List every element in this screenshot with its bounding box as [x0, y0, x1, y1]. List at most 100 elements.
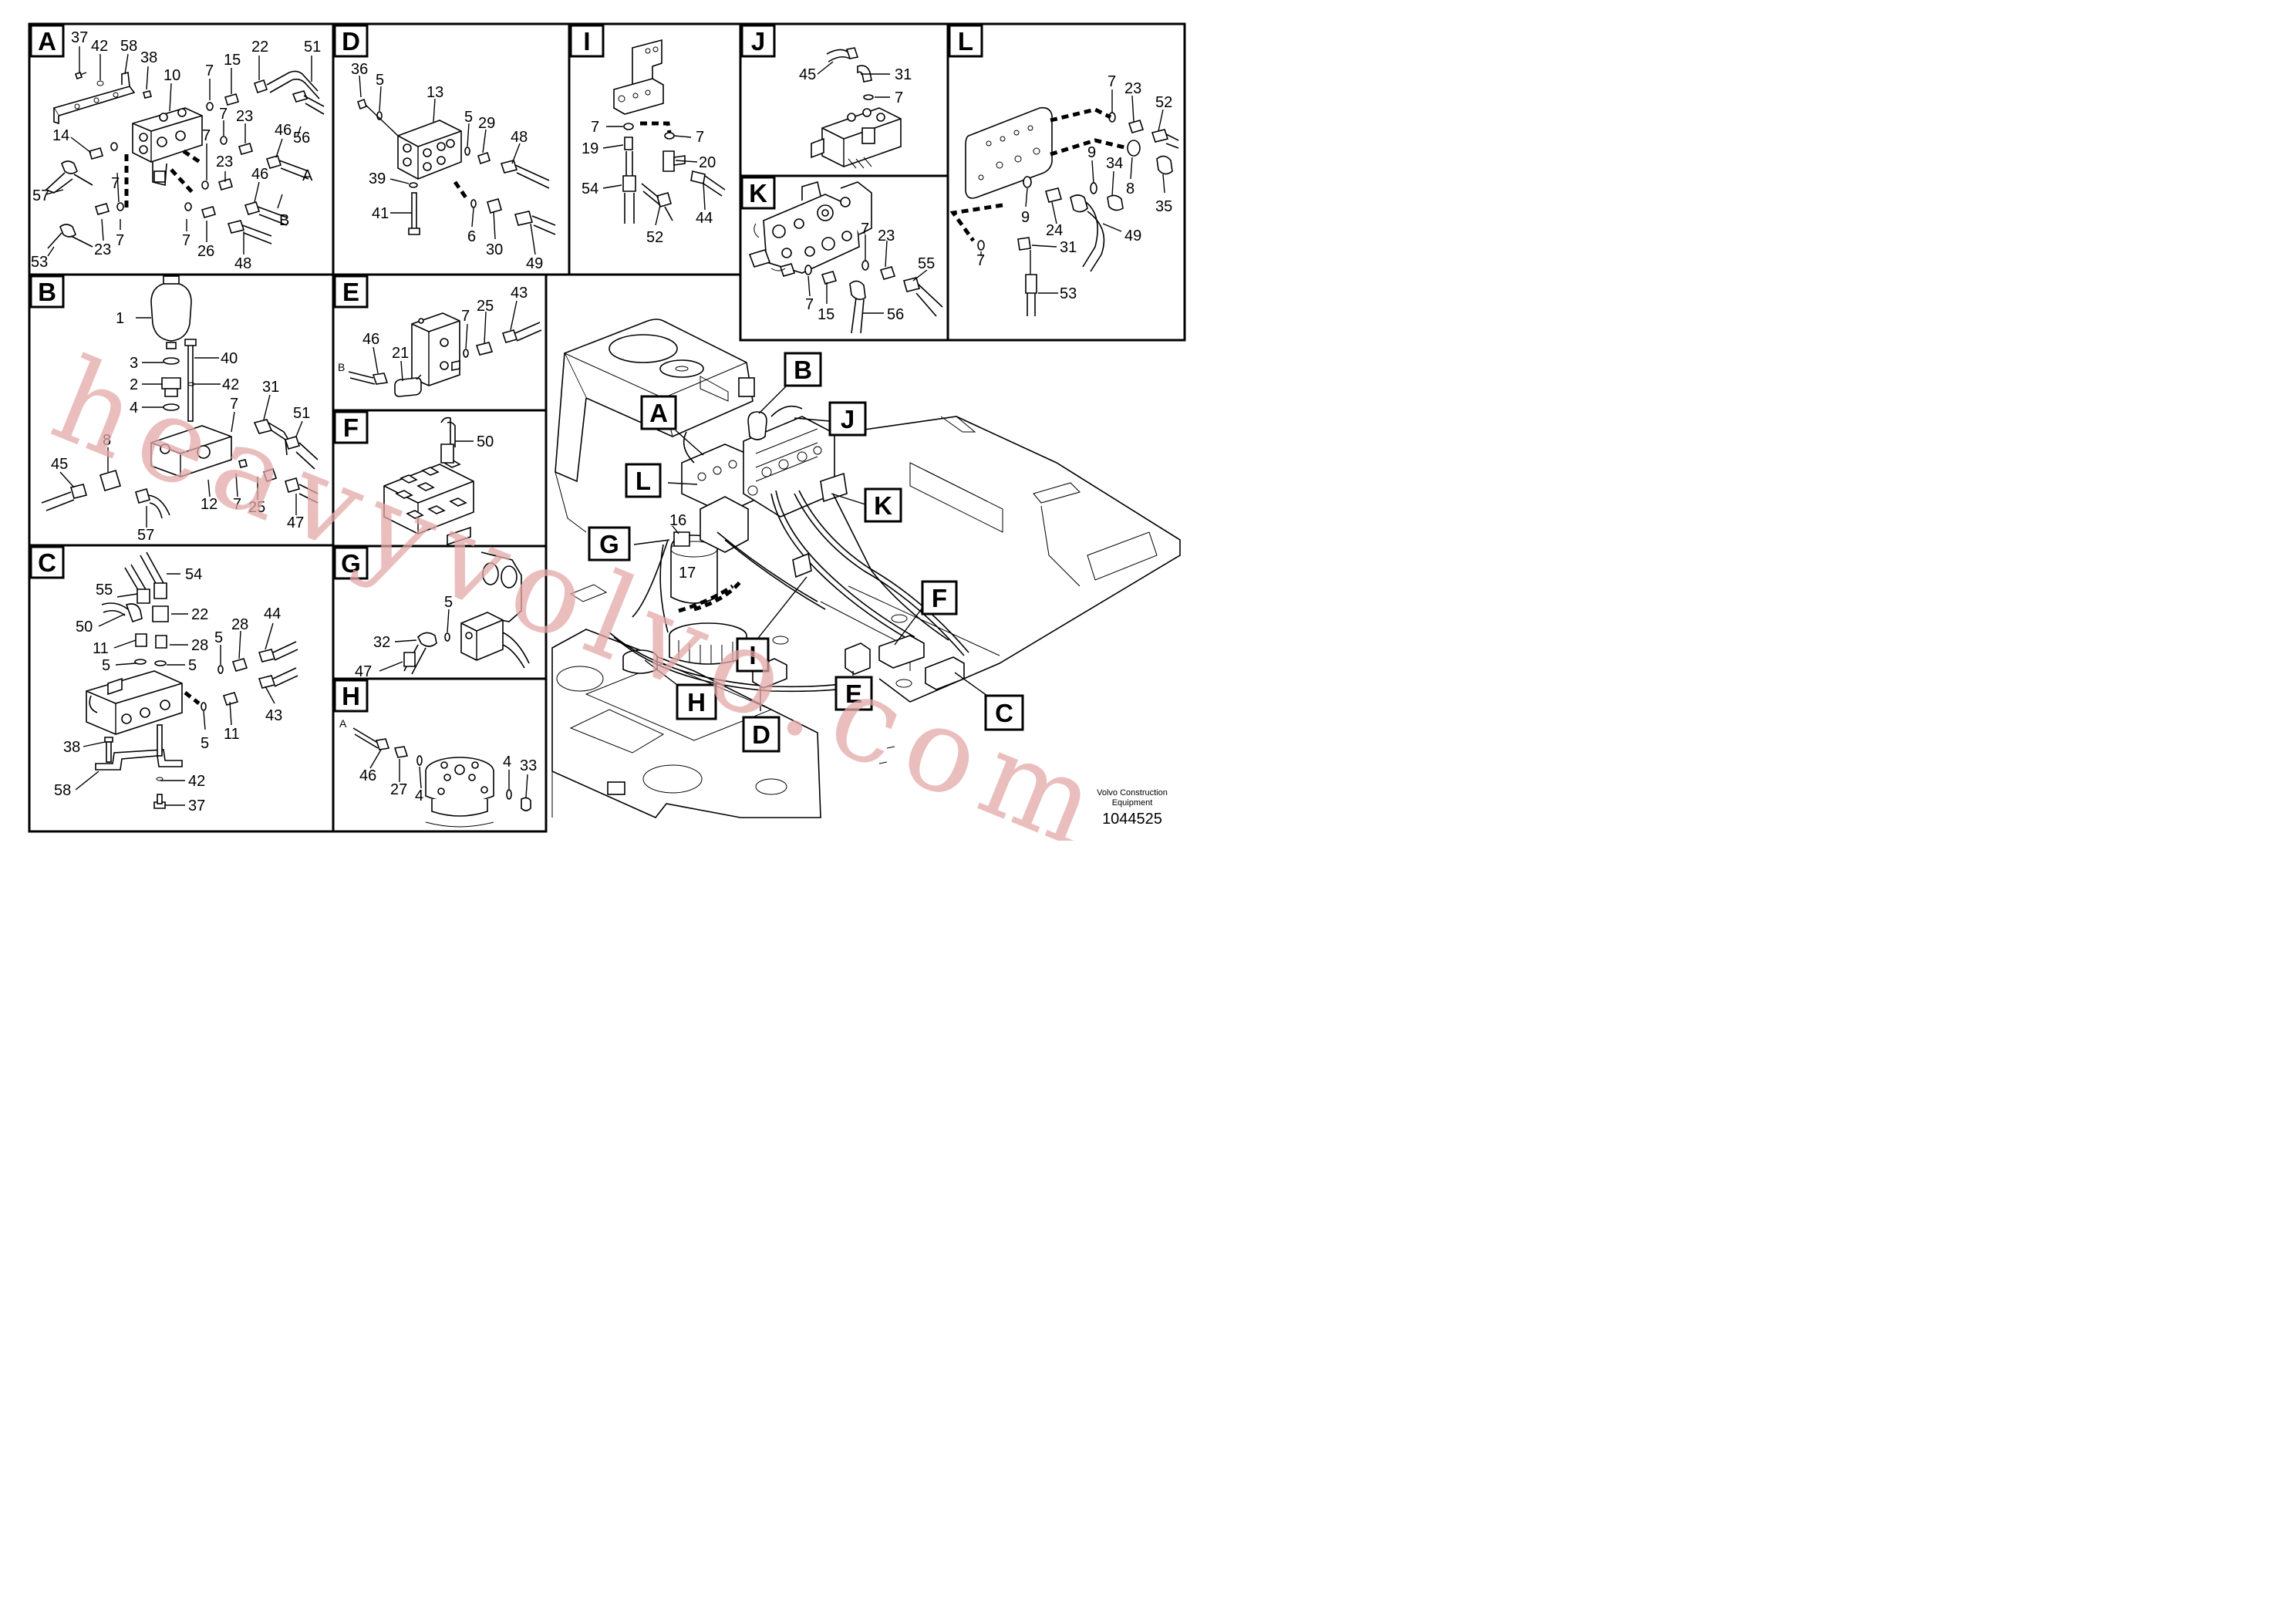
callout: 31: [1060, 239, 1077, 256]
overview-tag-b: B: [784, 352, 822, 387]
callout: 20: [699, 154, 716, 171]
callout: 34: [1106, 155, 1123, 172]
overview-tag-d: D: [742, 716, 781, 753]
callout: 3: [130, 355, 138, 372]
callout: 21: [392, 345, 409, 362]
panel-g-callouts: 5 32 47: [355, 594, 453, 680]
callout: 43: [511, 285, 528, 302]
callout: 15: [818, 306, 834, 323]
overview-tag-e-text: E: [845, 679, 862, 708]
callout: A: [339, 717, 347, 730]
panel-letter-b: B: [29, 275, 65, 309]
callout: 23: [216, 153, 233, 170]
callout: 30: [486, 241, 503, 258]
part-number: 1044525: [1102, 811, 1162, 828]
callout: 44: [264, 605, 281, 622]
callout: 54: [185, 566, 202, 583]
callout: 23: [94, 241, 111, 258]
callout: 19: [582, 140, 598, 157]
overview-tag-g-text: G: [599, 530, 619, 558]
callout: 28: [191, 637, 208, 654]
overview-tag-d-text: D: [752, 720, 770, 749]
panel-letter-b-text: B: [38, 278, 56, 306]
callout: 42: [188, 773, 205, 790]
overview-tag-l-text: L: [636, 467, 651, 495]
callout: 7: [591, 119, 599, 136]
panel-letter-e: E: [333, 275, 369, 309]
callout: 36: [351, 61, 368, 78]
panel-h-callouts: A 46 27 4 4 33: [339, 717, 537, 804]
callout: 31: [262, 379, 279, 396]
callout: 17: [679, 565, 696, 582]
callout: 53: [1060, 285, 1077, 302]
callout: 14: [52, 127, 69, 144]
callout: 7: [976, 252, 985, 269]
callout: 32: [373, 634, 390, 651]
panel-c-drawing: [75, 551, 298, 809]
overview-tag-g: G: [588, 526, 631, 561]
callout: 11: [224, 726, 240, 743]
callout: 31: [895, 66, 912, 83]
overview-tag-k-text: K: [874, 491, 892, 520]
callout: 47: [355, 663, 372, 680]
panel-a-drawing: [45, 46, 325, 257]
overview-tag-c: C: [984, 694, 1024, 731]
panel-letter-l-text: L: [958, 27, 973, 56]
overview-tag-l: L: [625, 463, 662, 498]
panel-e-drawing: [348, 300, 542, 397]
callout: 23: [1124, 80, 1141, 97]
callout: 12: [201, 496, 217, 513]
callout: 48: [511, 129, 528, 146]
overview-leaders: [633, 383, 988, 711]
overview-tag-f-text: F: [932, 584, 947, 612]
callout: B: [279, 212, 289, 229]
overview-tag-f: F: [921, 580, 958, 615]
callout: 27: [390, 781, 407, 798]
callout: 38: [63, 739, 80, 756]
callout: 50: [477, 433, 494, 450]
callout: 49: [1124, 228, 1141, 244]
callout: 13: [426, 84, 443, 101]
overview-tag-i: I: [736, 637, 770, 673]
callout: 11: [93, 640, 109, 657]
panel-d-callouts: 36 5 13 5 29 48 39 41 6 30 49: [351, 61, 543, 272]
callout: 44: [696, 210, 713, 227]
panel-l-callouts: 7 23 52 9 34 8 35 9 24 49 31 7 53: [976, 73, 1172, 302]
overview-tag-j-text: J: [841, 405, 855, 433]
machine-overview-drawing: [551, 319, 1181, 818]
callout: 38: [140, 49, 157, 66]
callout: 7: [111, 175, 120, 192]
callout: 15: [224, 52, 241, 69]
callout: 9: [1021, 209, 1030, 226]
callout: 4: [503, 754, 511, 771]
panel-letter-g: G: [333, 546, 369, 580]
callout: 39: [369, 170, 386, 187]
panel-l-drawing: [949, 89, 1179, 316]
overview-tag-j: J: [828, 401, 867, 437]
callout: 7: [861, 221, 869, 238]
callout: 52: [1155, 94, 1172, 111]
callout: 23: [236, 108, 253, 125]
panel-letter-c-text: C: [38, 548, 56, 577]
callout: 29: [478, 115, 495, 132]
callout: 9: [1087, 144, 1096, 161]
panel-letter-a-text: A: [38, 27, 56, 56]
callout: 55: [96, 582, 113, 599]
panel-j-callouts: 45 31 7: [799, 66, 912, 106]
callout: 7: [895, 89, 903, 106]
callout: 5: [376, 72, 384, 89]
panel-letter-i: I: [569, 24, 605, 58]
callout: 42: [91, 38, 108, 55]
callout: 5: [464, 109, 473, 126]
callout: 2: [130, 376, 138, 393]
callout: 7: [205, 62, 214, 79]
callout: 7: [230, 396, 238, 413]
overview-tag-k: K: [864, 487, 902, 523]
panel-e-callouts: 43 7 25 46 21 B: [338, 285, 528, 373]
callout: 46: [362, 331, 379, 348]
overview-tag-h-text: H: [687, 688, 706, 717]
callout: 5: [188, 657, 197, 674]
panel-letter-f: F: [333, 410, 369, 444]
callout: 55: [918, 255, 935, 272]
callout: 57: [137, 527, 154, 544]
